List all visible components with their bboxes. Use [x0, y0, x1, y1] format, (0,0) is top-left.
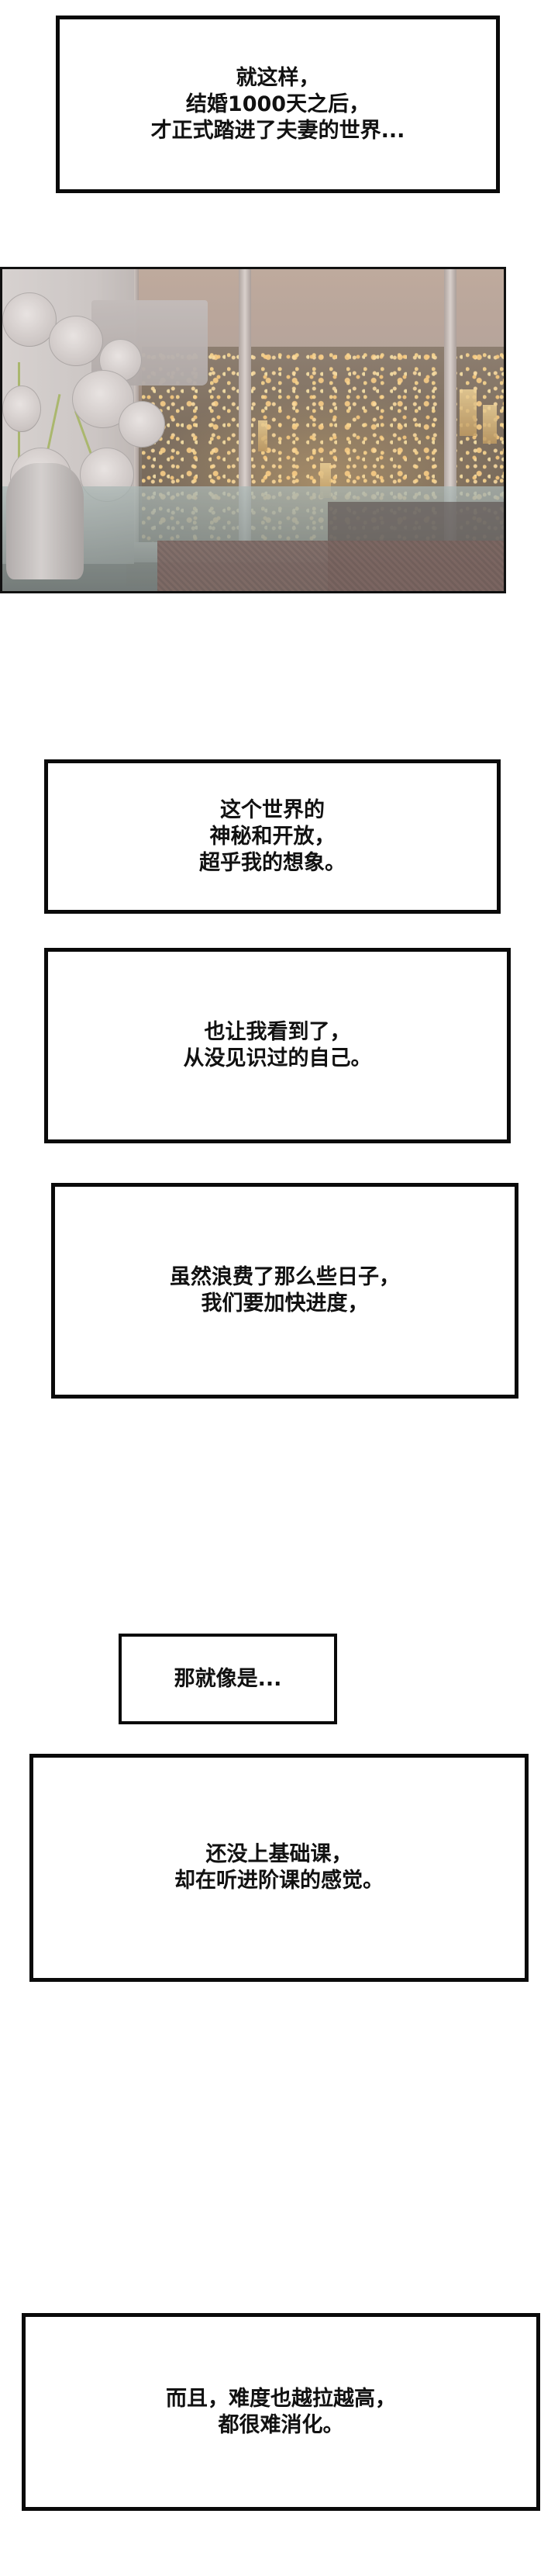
- caption-text: 都很难消化。: [218, 2412, 344, 2437]
- caption-text: 虽然浪费了那么些日子，: [170, 1265, 400, 1289]
- caption-text: 超乎我的想象。: [199, 850, 346, 875]
- caption-text: 却在听进阶课的感觉。: [174, 1869, 384, 1893]
- night-city-window-panel: [0, 267, 506, 593]
- caption-text: 才正式踏进了夫妻的世界...: [150, 118, 405, 143]
- caption-text: 还没上基础课，: [205, 1842, 353, 1866]
- flower-vase: [6, 463, 84, 579]
- flower: [119, 401, 165, 448]
- caption-box-4: 虽然浪费了那么些日子， 我们要加快进度，: [51, 1183, 518, 1399]
- caption-box-7: 而且，难度也越拉越高， 都很难消化。: [22, 2313, 540, 2511]
- caption-text: 我们要加快进度，: [201, 1291, 369, 1316]
- caption-box-3: 也让我看到了， 从没见识过的自己。: [44, 948, 511, 1143]
- flower: [2, 386, 41, 432]
- caption-text: 那就像是...: [174, 1666, 282, 1691]
- caption-text: 就这样，: [236, 65, 320, 90]
- lit-tower: [483, 405, 497, 444]
- caption-text: 神秘和开放，: [209, 824, 336, 849]
- flower: [49, 316, 103, 366]
- caption-box-6: 还没上基础课， 却在听进阶课的感觉。: [29, 1754, 529, 1982]
- flower: [2, 292, 57, 347]
- caption-text: 这个世界的: [220, 797, 325, 822]
- caption-box-1: 就这样， 结婚1000天之后， 才正式踏进了夫妻的世界...: [56, 16, 500, 193]
- carpet-floor: [157, 541, 504, 591]
- lit-tower: [460, 389, 477, 436]
- caption-box-2: 这个世界的 神秘和开放， 超乎我的想象。: [44, 759, 501, 914]
- caption-text: 而且，难度也越拉越高，: [166, 2386, 396, 2411]
- caption-text: 也让我看到了，: [204, 1020, 351, 1044]
- caption-text: 从没见识过的自己。: [183, 1046, 372, 1070]
- lit-tower: [258, 420, 267, 451]
- window-mullion: [239, 269, 251, 548]
- caption-box-5: 那就像是...: [119, 1634, 337, 1724]
- window-mullion: [444, 269, 456, 548]
- caption-text: 结婚1000天之后，: [185, 92, 370, 116]
